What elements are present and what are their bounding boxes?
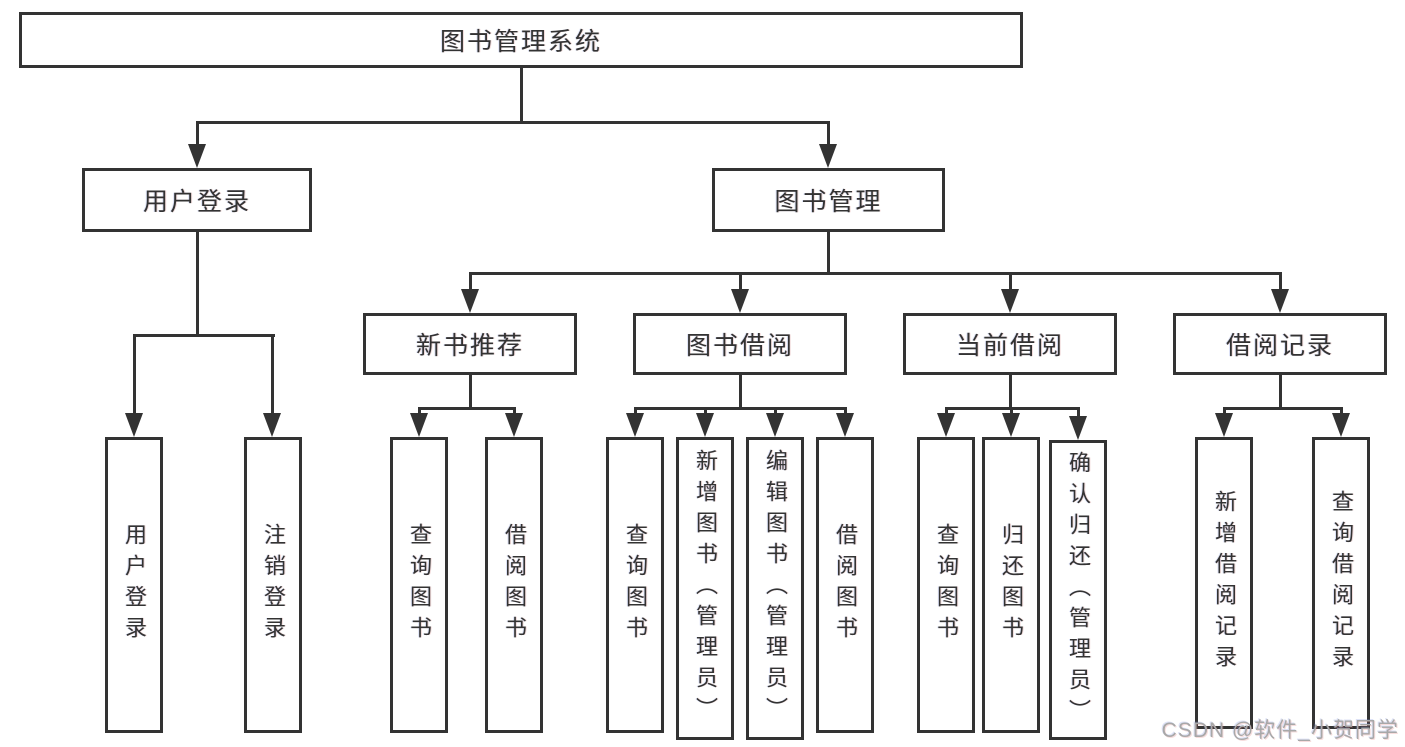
connector-line bbox=[827, 121, 830, 149]
arrow-down-icon bbox=[766, 413, 784, 437]
connector-line bbox=[1223, 407, 1226, 417]
connector-line bbox=[196, 232, 199, 337]
leaf-query-borrow-record: 查询借阅记录 bbox=[1312, 437, 1370, 729]
connector-line bbox=[418, 407, 516, 410]
arrow-down-icon bbox=[626, 413, 644, 437]
arrow-down-icon bbox=[1001, 289, 1019, 313]
leaf-logout-label: 注销登录 bbox=[261, 523, 286, 647]
node-new-book-recommend: 新书推荐 bbox=[363, 313, 577, 375]
node-book-management: 图书管理 bbox=[712, 168, 945, 232]
csdn-watermark: CSDN @软件_小贺同学 bbox=[1161, 719, 1399, 742]
arrow-down-icon bbox=[1069, 416, 1087, 440]
leaf-add-borrow-record-label: 新增借阅记录 bbox=[1212, 490, 1237, 676]
leaf-query-books-recommend-label: 查询图书 bbox=[407, 523, 432, 647]
node-book-management-label: 图书管理 bbox=[774, 188, 883, 216]
leaf-query-books-borrow-label: 查询图书 bbox=[623, 523, 648, 647]
node-book-borrow-label: 图书借阅 bbox=[685, 332, 794, 360]
leaf-logout: 注销登录 bbox=[244, 437, 302, 733]
leaf-return-books: 归还图书 bbox=[982, 437, 1040, 733]
connector-line bbox=[271, 334, 274, 418]
connector-line bbox=[1009, 375, 1012, 410]
leaf-edit-book-admin: 编辑图书（管理员） bbox=[746, 437, 804, 740]
leaf-add-book-admin: 新增图书（管理员） bbox=[676, 437, 734, 740]
leaf-query-books-borrow: 查询图书 bbox=[606, 437, 664, 733]
node-current-borrow-label: 当前借阅 bbox=[955, 332, 1064, 360]
node-user-login-label: 用户登录 bbox=[142, 188, 251, 216]
node-root-label: 图书管理系统 bbox=[439, 28, 602, 56]
arrow-down-icon bbox=[125, 413, 143, 437]
connector-line bbox=[469, 272, 472, 294]
connector-line bbox=[133, 334, 136, 418]
connector-line bbox=[133, 334, 275, 337]
leaf-confirm-return-admin: 确认归还（管理员） bbox=[1049, 440, 1107, 740]
connector-line bbox=[418, 407, 421, 417]
node-new-book-recommend-label: 新书推荐 bbox=[415, 332, 524, 360]
arrow-down-icon bbox=[1271, 289, 1289, 313]
connector-line bbox=[513, 407, 516, 417]
connector-line bbox=[1279, 375, 1282, 410]
connector-line bbox=[827, 232, 830, 275]
connector-line bbox=[739, 375, 742, 410]
arrow-down-icon bbox=[1215, 413, 1233, 437]
leaf-return-books-label: 归还图书 bbox=[999, 523, 1024, 647]
connector-line bbox=[520, 68, 523, 123]
node-root: 图书管理系统 bbox=[19, 12, 1023, 68]
connector-line bbox=[196, 121, 830, 124]
leaf-user-login-label: 用户登录 bbox=[122, 523, 147, 647]
node-current-borrow: 当前借阅 bbox=[903, 313, 1117, 375]
connector-line bbox=[469, 375, 472, 410]
connector-line bbox=[634, 407, 637, 417]
connector-line bbox=[1223, 407, 1343, 410]
connector-line bbox=[469, 272, 1282, 275]
connector-line bbox=[1077, 407, 1080, 420]
arrow-down-icon bbox=[505, 413, 523, 437]
node-book-borrow: 图书借阅 bbox=[633, 313, 847, 375]
connector-line bbox=[1010, 407, 1013, 417]
node-borrow-records: 借阅记录 bbox=[1173, 313, 1387, 375]
leaf-borrow-books: 借阅图书 bbox=[816, 437, 874, 733]
leaf-add-book-admin-label: 新增图书（管理员） bbox=[693, 449, 718, 728]
leaf-confirm-return-admin-label: 确认归还（管理员） bbox=[1066, 450, 1091, 730]
leaf-borrow-books-recommend: 借阅图书 bbox=[485, 437, 543, 733]
arrow-down-icon bbox=[819, 144, 837, 168]
connector-line bbox=[945, 407, 948, 417]
connector-line bbox=[1009, 272, 1012, 294]
connector-line bbox=[774, 407, 777, 417]
leaf-borrow-books-label: 借阅图书 bbox=[833, 523, 858, 647]
arrow-down-icon bbox=[410, 413, 428, 437]
arrow-down-icon bbox=[937, 413, 955, 437]
connector-line bbox=[1279, 272, 1282, 294]
leaf-query-books-current-label: 查询图书 bbox=[934, 523, 959, 647]
arrow-down-icon bbox=[188, 144, 206, 168]
arrow-down-icon bbox=[1002, 413, 1020, 437]
leaf-query-books-recommend: 查询图书 bbox=[390, 437, 448, 733]
connector-line bbox=[1340, 407, 1343, 417]
connector-line bbox=[844, 407, 847, 417]
leaf-query-borrow-record-label: 查询借阅记录 bbox=[1329, 490, 1354, 676]
node-borrow-records-label: 借阅记录 bbox=[1225, 332, 1334, 360]
connector-line bbox=[196, 121, 199, 149]
arrow-down-icon bbox=[731, 289, 749, 313]
leaf-add-borrow-record: 新增借阅记录 bbox=[1195, 437, 1253, 729]
connector-line bbox=[739, 272, 742, 294]
arrow-down-icon bbox=[461, 289, 479, 313]
connector-line bbox=[704, 407, 707, 417]
leaf-user-login: 用户登录 bbox=[105, 437, 163, 733]
arrow-down-icon bbox=[1332, 413, 1350, 437]
node-user-login: 用户登录 bbox=[82, 168, 312, 232]
leaf-edit-book-admin-label: 编辑图书（管理员） bbox=[763, 449, 788, 728]
connector-line bbox=[634, 407, 846, 410]
leaf-query-books-current: 查询图书 bbox=[917, 437, 975, 733]
arrow-down-icon bbox=[836, 413, 854, 437]
leaf-borrow-books-recommend-label: 借阅图书 bbox=[502, 523, 527, 647]
arrow-down-icon bbox=[263, 413, 281, 437]
arrow-down-icon bbox=[696, 413, 714, 437]
